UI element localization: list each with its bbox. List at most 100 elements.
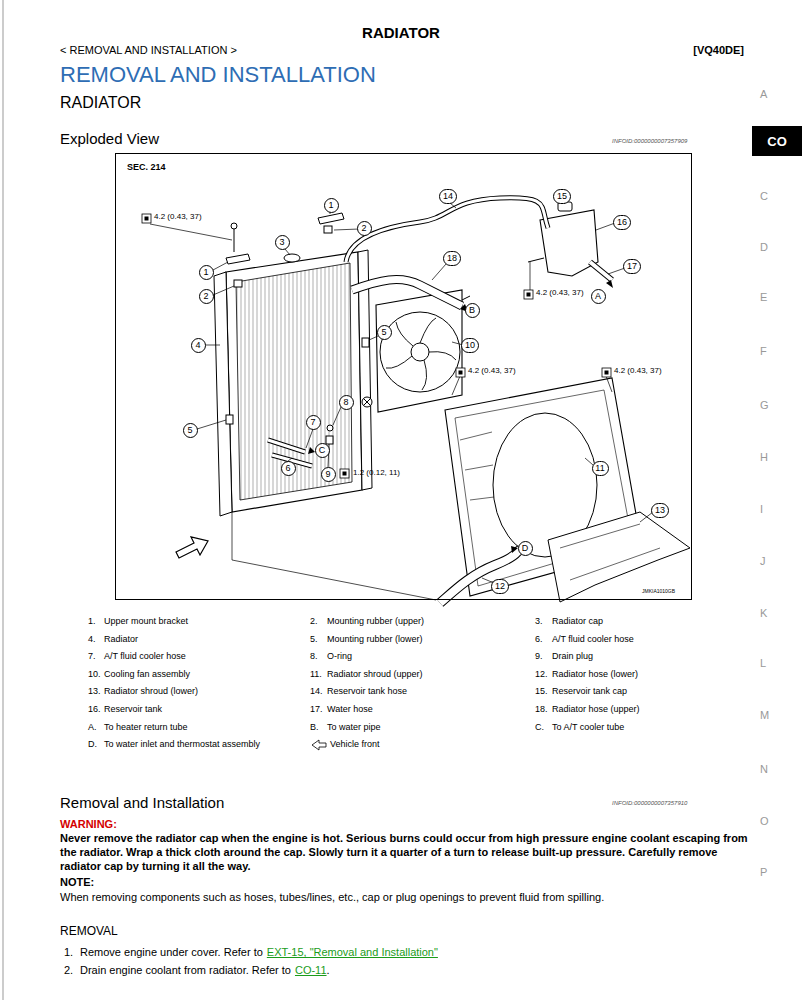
side-index-letter: O: [760, 815, 769, 827]
legend-key: 16.: [88, 704, 101, 714]
torque-value: 4.2 (0.43, 37): [468, 366, 516, 375]
legend-key: C.: [535, 722, 544, 732]
tab-label: CO: [767, 134, 787, 149]
side-index-letter: J: [760, 555, 766, 567]
side-index-letter: P: [760, 866, 767, 878]
callout-text: 3: [279, 238, 284, 247]
callout-number: 9: [321, 467, 336, 482]
callout-number: 2: [199, 289, 214, 304]
legend-key: 18.: [535, 704, 548, 714]
callout-number: A: [591, 289, 606, 304]
subsection-title: Removal and Installation: [60, 794, 224, 811]
callout-number: 3: [275, 235, 290, 250]
part-name: Reservoir tank: [104, 704, 162, 714]
section-title: REMOVAL AND INSTALLATION: [60, 62, 376, 88]
part-name: Mounting rubber (upper): [327, 616, 424, 626]
callout-text: 14: [443, 192, 453, 201]
part-name: Vehicle front: [330, 739, 380, 749]
callout-number: 16: [613, 215, 631, 230]
warning-heading: WARNING:: [60, 818, 117, 830]
step-text: .: [327, 964, 330, 976]
side-index-letter: E: [760, 291, 767, 303]
legend-key: 4.: [88, 634, 96, 644]
callout-text: 12: [495, 582, 505, 591]
side-index-letter: L: [760, 657, 766, 669]
torque-value: 1.2 (0.12, 11): [353, 468, 400, 477]
callout-text: 2: [361, 224, 366, 233]
engine-code: [VQ40DE]: [693, 44, 744, 56]
callout-text: 8: [343, 398, 348, 407]
callout-text: 6: [285, 464, 290, 473]
part-name: Upper mount bracket: [104, 616, 188, 626]
illustration-frame: SEC. 214114152163181712AB5104875C116913D…: [115, 153, 692, 600]
callout-text: 9: [325, 470, 330, 479]
callout-text: 11: [595, 464, 604, 473]
side-index-letter: I: [760, 503, 763, 515]
callout-text: 7: [310, 418, 315, 427]
callout-number: 5: [377, 325, 392, 340]
callout-number: 17: [623, 259, 641, 274]
legend-key: D.: [88, 739, 97, 749]
callout-text: 15: [557, 192, 567, 201]
part-name: Radiator hose (upper): [552, 704, 640, 714]
legend-key: A.: [88, 722, 97, 732]
side-index-letter: A: [760, 88, 767, 100]
step-text: Drain engine coolant from radiator. Refe…: [80, 964, 291, 976]
callout-text: 5: [187, 426, 192, 435]
part-name: Radiator cap: [552, 616, 603, 626]
section-number: SEC. 214: [127, 162, 166, 172]
callout-text: D: [522, 544, 529, 553]
legend-key: 5.: [310, 634, 318, 644]
callout-number: B: [465, 303, 480, 318]
part-name: Reservoir tank cap: [552, 686, 627, 696]
figure-id: JMKIA1010GB: [642, 588, 675, 594]
callout-number: C: [315, 443, 330, 458]
step-number: 2.: [64, 964, 73, 976]
callout-text: 4: [195, 341, 200, 350]
side-index-letter: C: [760, 190, 768, 202]
callout-number: 1: [324, 198, 339, 213]
info-id: INFOID:0000000007357910: [612, 800, 687, 806]
callout-number: 7: [306, 415, 321, 430]
step-text: Remove engine under cover. Refer to: [80, 946, 263, 958]
side-index-letter: K: [760, 607, 767, 619]
legend-key: 3.: [535, 616, 543, 626]
callout-number: 5: [183, 423, 198, 438]
procedure-heading: REMOVAL: [60, 924, 118, 938]
part-name: A/T fluid cooler hose: [552, 634, 634, 644]
torque-value: 4.2 (0.43, 37): [154, 212, 202, 221]
side-index-letter: N: [760, 763, 768, 775]
legend-key: 9.: [535, 651, 543, 661]
warning-text: Never remove the radiator cap when the e…: [60, 831, 760, 873]
subsection-title: Exploded View: [60, 130, 159, 147]
callout-number: 2: [357, 221, 372, 236]
callout-number: 13: [651, 503, 669, 518]
part-name: Radiator: [104, 634, 138, 644]
legend-key: 6.: [535, 634, 543, 644]
legend-key: 1.: [88, 616, 96, 626]
callout-text: 13: [655, 506, 665, 515]
breadcrumb: < REMOVAL AND INSTALLATION >: [60, 44, 237, 56]
legend-key: 17.: [310, 704, 323, 714]
note-text: When removing components such as hoses, …: [60, 890, 760, 904]
page-header: RADIATOR: [362, 24, 440, 41]
legend-key: 12.: [535, 669, 548, 679]
section-tab: CO: [752, 126, 802, 156]
callout-number: 8: [339, 395, 354, 410]
legend-key: 14.: [310, 686, 323, 696]
callout-text: 5: [381, 328, 386, 337]
subsection-title: RADIATOR: [60, 94, 141, 112]
part-name: Cooling fan assembly: [104, 669, 190, 679]
callout-text: C: [319, 446, 326, 455]
part-name: O-ring: [327, 651, 352, 661]
reference-link: EXT-15, "Removal and Installation": [267, 946, 438, 958]
part-name: To heater return tube: [104, 722, 188, 732]
side-index-letter: D: [760, 241, 768, 253]
legend-key: 13.: [88, 686, 101, 696]
torque-value: 4.2 (0.43, 37): [614, 366, 662, 375]
part-name: A/T fluid cooler hose: [104, 651, 186, 661]
part-name: To water inlet and thermostat assembly: [104, 739, 260, 749]
legend-key: B.: [310, 722, 319, 732]
callout-text: 16: [617, 218, 627, 227]
